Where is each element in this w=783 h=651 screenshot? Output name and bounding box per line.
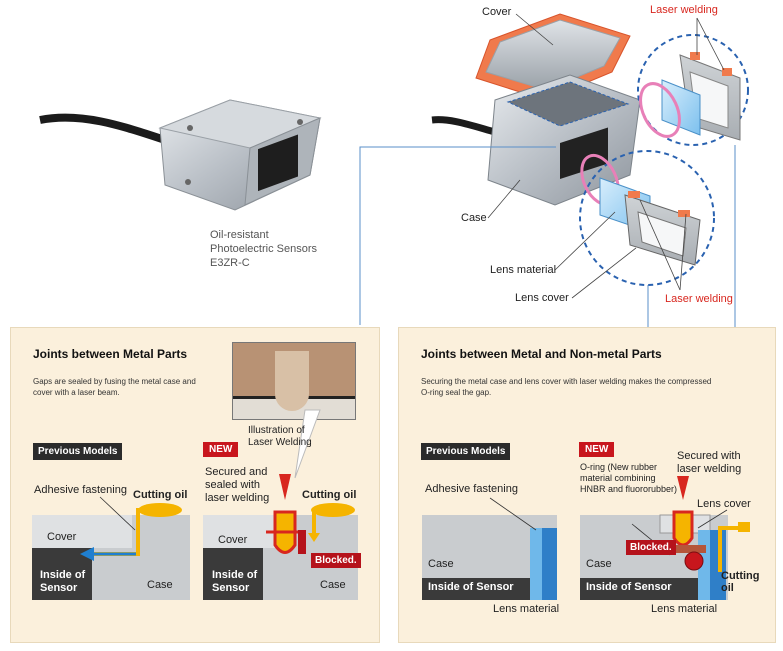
case-label-right-new: Case xyxy=(586,558,612,570)
cover-label-left-new: Cover xyxy=(218,534,248,546)
inside-line: Sensor xyxy=(212,582,250,594)
lens-material-label-right-new: Lens material xyxy=(651,603,718,615)
cutting-oil-label-left-new: Cutting oil xyxy=(302,489,357,501)
oring-line: O-ring (New rubber xyxy=(580,462,658,472)
secured-line: laser welding xyxy=(677,463,742,475)
cutting-oil-line: oil xyxy=(721,582,734,594)
secured-label-right: Secured with laser welding xyxy=(677,450,741,476)
description-line: Gaps are sealed by fusing the metal case… xyxy=(33,377,196,386)
panel-metal-parts-title: Joints between Metal Parts xyxy=(33,347,188,361)
photo-caption-line: Illustration of xyxy=(248,425,305,436)
case-label-left-prev: Case xyxy=(147,579,173,591)
cutting-oil-line: Cutting xyxy=(721,570,760,582)
laser-welding-bottom-label: Laser welding xyxy=(665,293,733,305)
lens-material-label: Lens material xyxy=(490,264,557,276)
inside-line: Inside of xyxy=(212,569,258,581)
case-label-right-prev: Case xyxy=(428,558,454,570)
oring-line: material combining xyxy=(580,473,656,483)
oring-label-right: O-ring (New rubber material combining HN… xyxy=(580,462,677,495)
connector-lines xyxy=(359,145,736,328)
panel-metal-parts-description: Gaps are sealed by fusing the metal case… xyxy=(33,376,196,398)
inside-of-sensor-label-right-new: Inside of Sensor xyxy=(586,581,672,593)
lens-cover-label: Lens cover xyxy=(515,292,569,304)
photo-caption: Illustration of Laser Welding xyxy=(248,425,312,449)
sensor-photo xyxy=(39,99,322,211)
description-line: cover with a laser beam. xyxy=(33,388,120,397)
secured-line: laser welding xyxy=(205,492,270,504)
sensor-caption-line: Oil-resistant xyxy=(210,229,269,241)
lens-cover-label-right: Lens cover xyxy=(697,498,751,510)
sensor-caption-line: Photoelectric Sensors xyxy=(210,243,317,255)
previous-models-tag-right: Previous Models xyxy=(421,443,511,460)
inside-line: Sensor xyxy=(40,582,78,594)
adhesive-fastening-label-left: Adhesive fastening xyxy=(34,484,127,496)
cover-label: Cover xyxy=(482,6,512,18)
description-line: O-ring seal the gap. xyxy=(421,388,492,397)
panel-metal-nonmetal-description: Securing the metal case and lens cover w… xyxy=(421,376,711,398)
case-label-left-new: Case xyxy=(320,579,346,591)
photo-caption-line: Laser Welding xyxy=(248,437,312,448)
sensor-caption: Oil-resistant Photoelectric Sensors E3ZR… xyxy=(210,228,317,270)
inside-of-sensor-label-left-prev: Inside of Sensor xyxy=(40,569,85,595)
previous-models-tag-left: Previous Models xyxy=(33,443,123,460)
exploded-view xyxy=(431,13,749,299)
oring-line: HNBR and fluororubber) xyxy=(580,484,678,494)
panel-metal-nonmetal-title: Joints between Metal and Non-metal Parts xyxy=(421,347,662,361)
cover-label-left-prev: Cover xyxy=(47,531,77,543)
blocked-badge-left: Blocked. xyxy=(311,553,361,568)
secured-line: Secured with xyxy=(677,450,741,462)
inside-line: Inside of xyxy=(40,569,86,581)
new-tag-right: NEW xyxy=(579,442,615,457)
laser-welding-top-label: Laser welding xyxy=(650,4,718,16)
lens-material-label-right-prev: Lens material xyxy=(493,603,560,615)
inside-of-sensor-label-right-prev: Inside of Sensor xyxy=(428,581,514,593)
case-label: Case xyxy=(461,212,487,224)
laser-weld-photo xyxy=(232,342,356,420)
inside-of-sensor-label-left-new: Inside of Sensor xyxy=(212,569,257,595)
description-line: Securing the metal case and lens cover w… xyxy=(421,377,712,386)
blocked-badge-right: Blocked. xyxy=(626,540,676,555)
new-tag-left: NEW xyxy=(203,442,239,457)
cutting-oil-label-left-prev: Cutting oil xyxy=(133,489,188,501)
sensor-caption-model: E3ZR-C xyxy=(210,257,250,269)
cutting-oil-label-right: Cutting oil xyxy=(721,570,759,594)
adhesive-fastening-label-right: Adhesive fastening xyxy=(425,483,518,495)
secured-line: sealed with xyxy=(205,479,261,491)
secured-line: Secured and xyxy=(205,466,268,478)
secured-sealed-label-left: Secured and sealed with laser welding xyxy=(205,466,269,505)
